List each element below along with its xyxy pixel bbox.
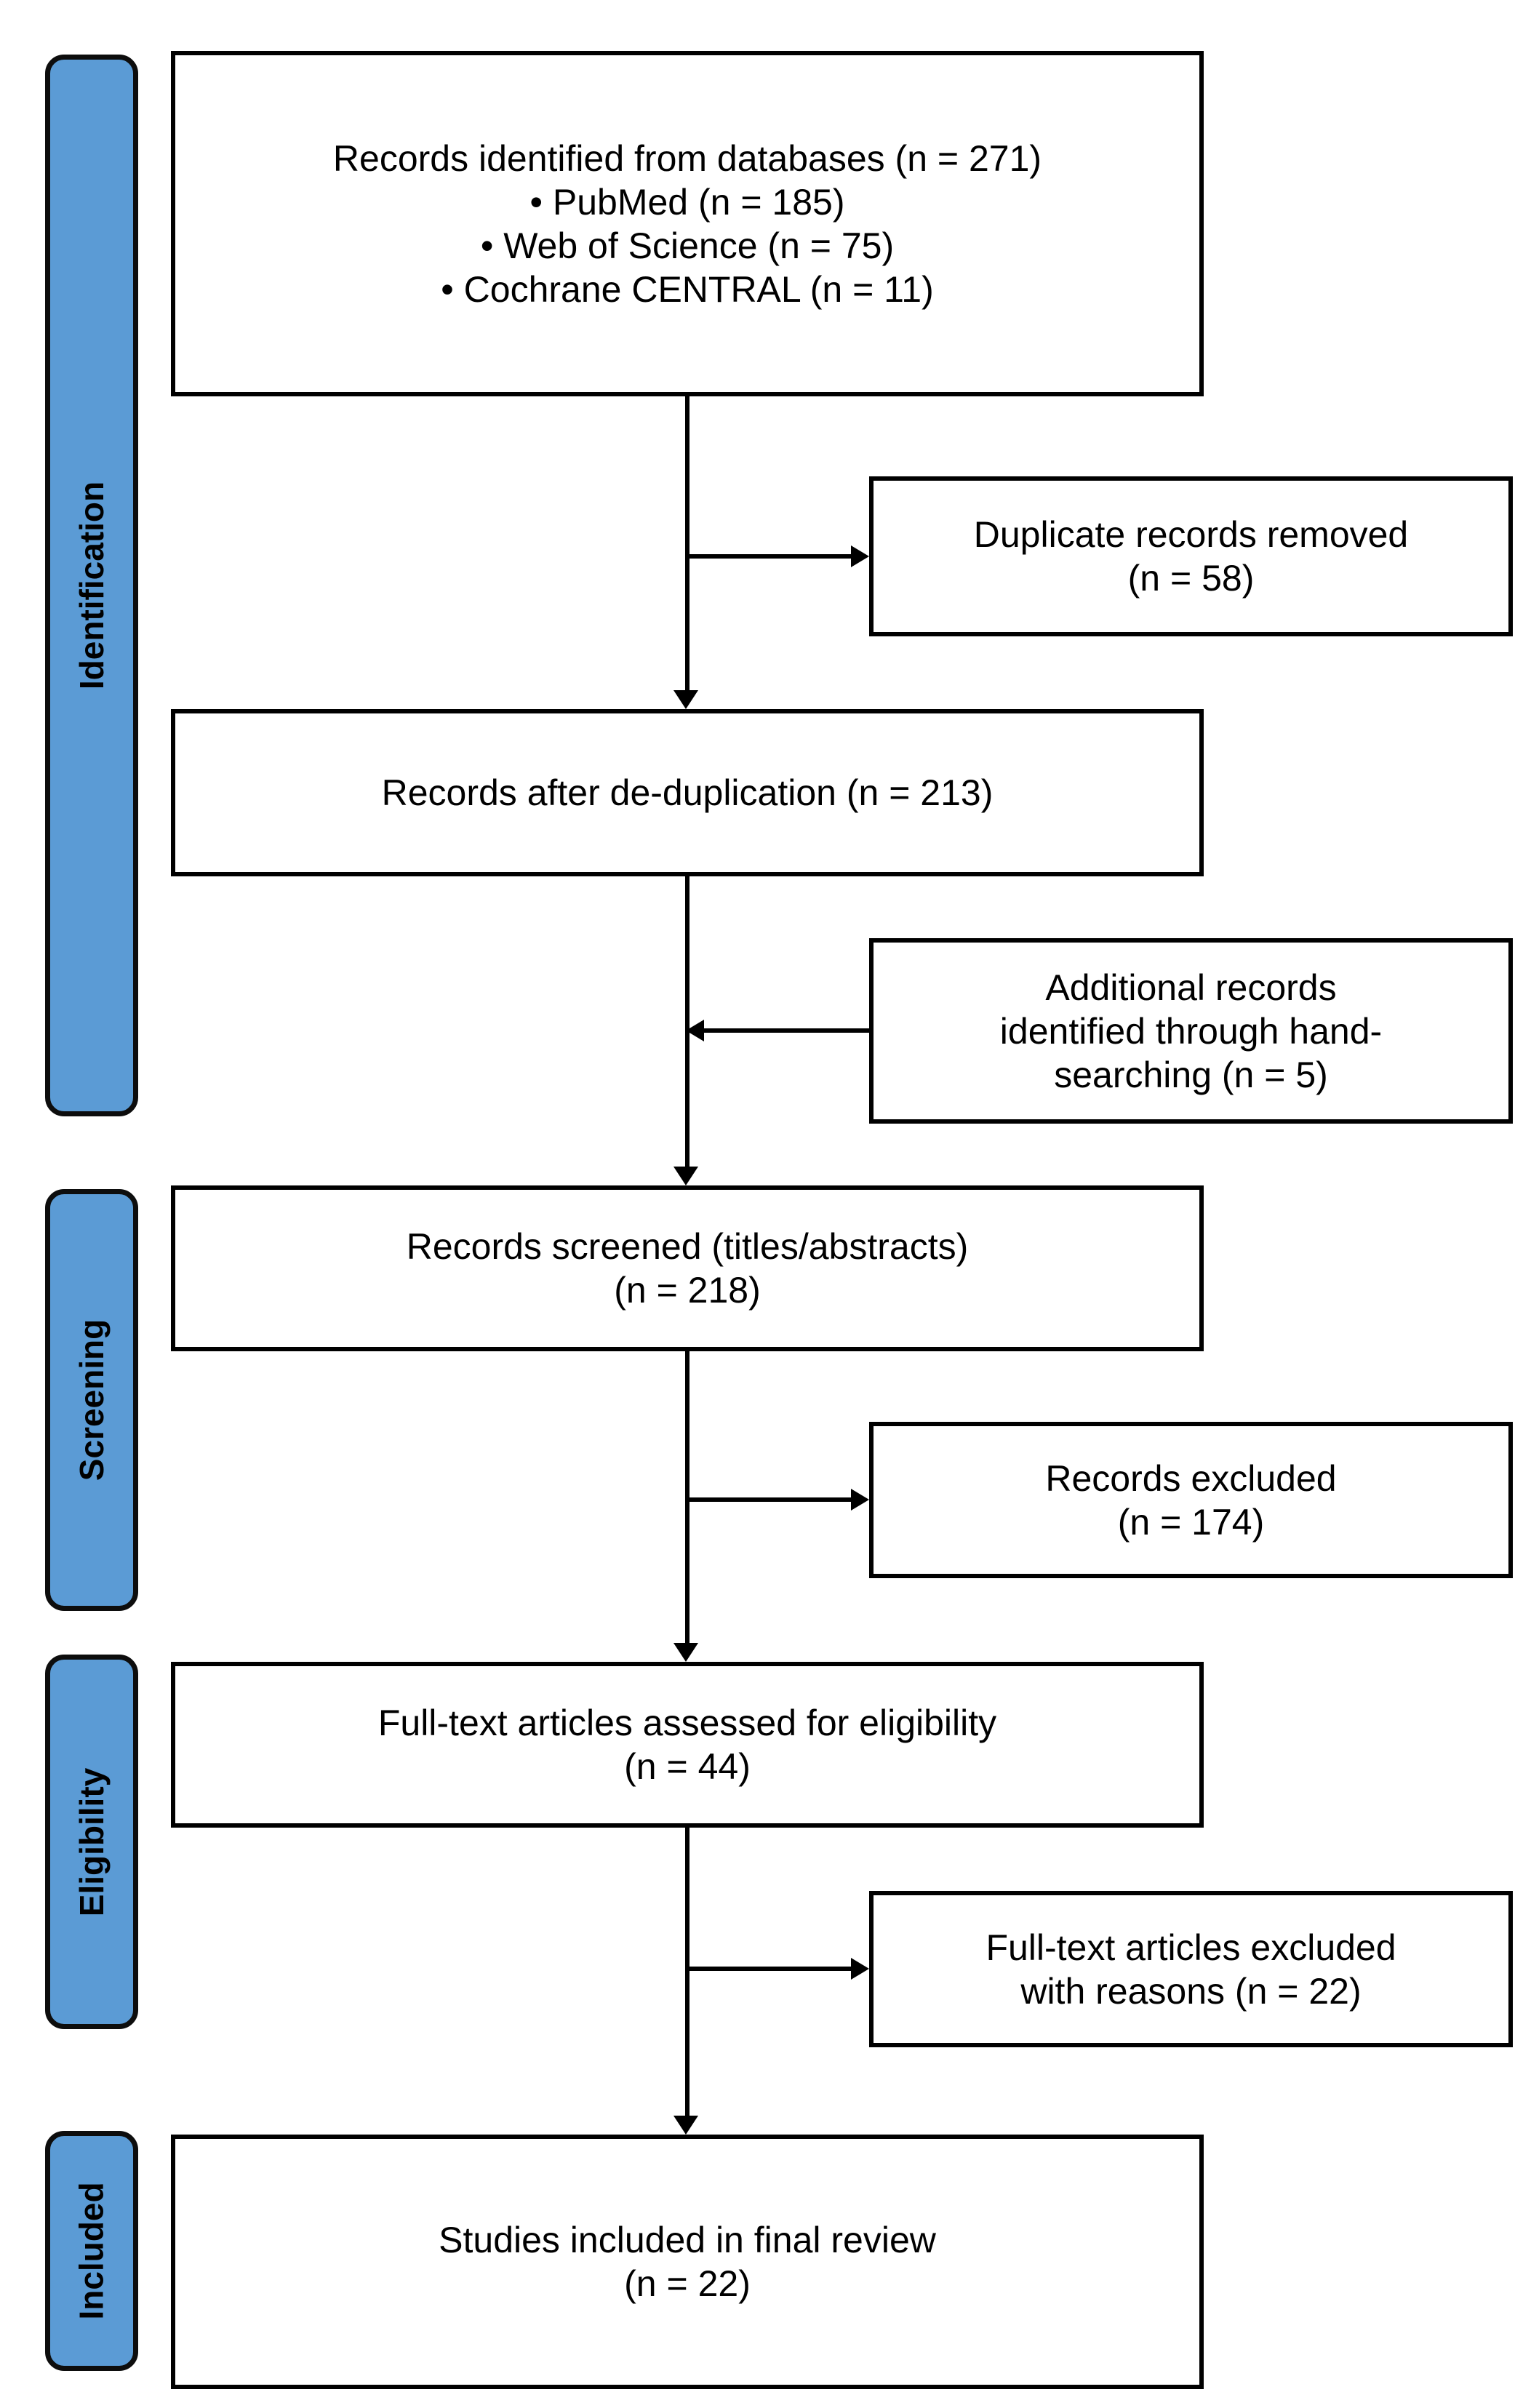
node-additional-records: Additional records identified through ha… bbox=[869, 938, 1513, 1124]
records-screened-line-1: Records screened (titles/abstracts) bbox=[406, 1226, 969, 1267]
records-excluded-line-1: Records excluded bbox=[1045, 1457, 1337, 1499]
connector-dedup-branch-to-duplicates bbox=[689, 554, 851, 559]
stage-label-identification: Identification bbox=[73, 481, 111, 690]
connector-additional-records-into-spine bbox=[704, 1028, 871, 1033]
studies-included-line-2: (n = 22) bbox=[624, 2263, 751, 2304]
duplicates-removed-line-2: (n = 58) bbox=[1127, 558, 1255, 599]
records-after-dedup-line-1: Records after de-duplication (n = 213) bbox=[381, 772, 994, 813]
arrowhead-to-fulltext-excluded bbox=[851, 1958, 869, 1980]
arrowhead-screened-to-fulltext bbox=[673, 1643, 698, 1662]
arrowhead-to-records-excluded bbox=[851, 1489, 869, 1511]
connector-branch-to-fulltext-excluded bbox=[689, 1967, 851, 1971]
stage-bar-identification: Identification bbox=[45, 55, 138, 1116]
node-fulltext-excluded: Full-text articles excluded with reasons… bbox=[869, 1891, 1513, 2047]
arrowhead-fulltext-to-included bbox=[673, 2116, 698, 2135]
fulltext-assessed-line-1: Full-text articles assessed for eligibil… bbox=[377, 1703, 997, 1743]
additional-records-line-1: Additional records bbox=[1045, 967, 1337, 1008]
duplicates-removed-line-1: Duplicate records removed bbox=[973, 514, 1409, 555]
node-records-excluded: Records excluded (n = 174) bbox=[869, 1422, 1513, 1578]
records-identified-line-2: • PubMed (n = 185) bbox=[529, 181, 845, 223]
fulltext-assessed-line-2: (n = 44) bbox=[624, 1746, 751, 1787]
connector-fulltext-to-included bbox=[685, 1828, 689, 2116]
node-records-after-dedup: Records after de-duplication (n = 213) bbox=[171, 709, 1204, 876]
node-fulltext-assessed: Full-text articles assessed for eligibil… bbox=[171, 1662, 1204, 1828]
arrowhead-dedup-to-screened bbox=[673, 1167, 698, 1185]
node-records-screened: Records screened (titles/abstracts) (n =… bbox=[171, 1185, 1204, 1351]
connector-screened-to-fulltext bbox=[685, 1351, 689, 1643]
stage-label-included: Included bbox=[73, 2182, 111, 2320]
arrowhead-additional-records-into-spine bbox=[686, 1020, 704, 1041]
node-studies-included: Studies included in final review (n = 22… bbox=[171, 2135, 1204, 2389]
connector-branch-to-records-excluded bbox=[689, 1497, 851, 1502]
records-identified-line-4: • Cochrane CENTRAL (n = 11) bbox=[441, 268, 934, 310]
records-excluded-line-2: (n = 174) bbox=[1117, 1501, 1265, 1543]
node-records-identified: Records identified from databases (n = 2… bbox=[171, 51, 1204, 396]
additional-records-line-2: identified through hand- bbox=[999, 1010, 1383, 1052]
records-identified-line-3: • Web of Science (n = 75) bbox=[480, 225, 895, 266]
arrowhead-identified-to-dedup bbox=[673, 690, 698, 709]
studies-included-line-1: Studies included in final review bbox=[439, 2220, 936, 2260]
stage-bar-eligibility: Eligibility bbox=[45, 1655, 138, 2029]
records-identified-line-1: Records identified from databases (n = 2… bbox=[332, 137, 1042, 179]
node-duplicates-removed: Duplicate records removed (n = 58) bbox=[869, 476, 1513, 636]
stage-label-eligibility: Eligibility bbox=[73, 1767, 111, 1916]
stage-bar-included: Included bbox=[45, 2131, 138, 2371]
fulltext-excluded-line-1: Full-text articles excluded bbox=[986, 1927, 1396, 1968]
stage-label-screening: Screening bbox=[73, 1319, 111, 1481]
connector-identified-to-dedup bbox=[685, 396, 689, 690]
fulltext-excluded-line-2: with reasons (n = 22) bbox=[1020, 1970, 1362, 2012]
additional-records-line-3: searching (n = 5) bbox=[1054, 1054, 1328, 1095]
stage-bar-screening: Screening bbox=[45, 1189, 138, 1611]
records-screened-line-2: (n = 218) bbox=[614, 1270, 761, 1311]
arrowhead-to-duplicates-removed bbox=[851, 545, 869, 567]
